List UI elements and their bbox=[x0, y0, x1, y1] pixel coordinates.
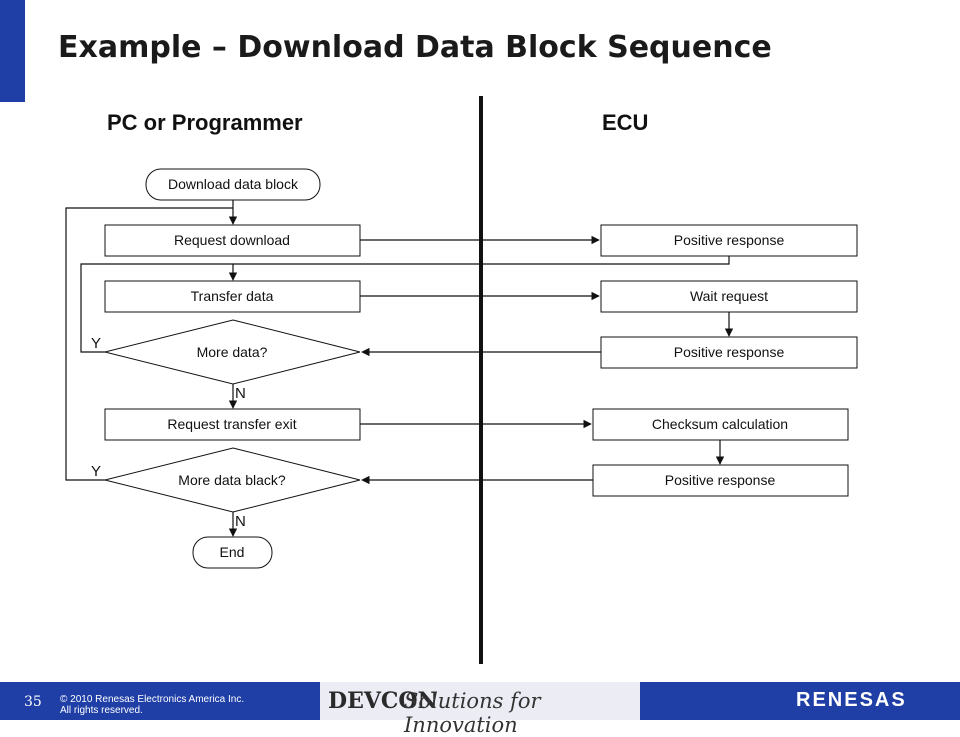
footer-middle: DEVCON Solutions for Innovation bbox=[320, 682, 640, 737]
ecu-wait-request-box bbox=[600, 280, 858, 313]
loop-more-block-yes bbox=[65, 207, 233, 481]
ecu-positive-response-2-box bbox=[600, 336, 858, 369]
sequence-diagram: Download data block Request download Tra… bbox=[65, 96, 858, 664]
copyright: © 2010 Renesas Electronics America Inc. … bbox=[60, 694, 244, 716]
transfer-data-box bbox=[104, 280, 361, 313]
request-transfer-exit-box bbox=[104, 408, 361, 441]
end-terminal bbox=[192, 536, 273, 569]
arrow-response-to-transfer bbox=[228, 256, 730, 281]
loop-more-data-yes bbox=[80, 263, 233, 353]
ecu-positive-response-3-box bbox=[592, 464, 849, 497]
ecu-positive-response-2-label: Positive response bbox=[674, 344, 785, 360]
request-transfer-exit-label: Request transfer exit bbox=[167, 416, 296, 432]
footer-bar: 35 © 2010 Renesas Electronics America In… bbox=[0, 682, 960, 737]
copyright-line-1: © 2010 Renesas Electronics America Inc. bbox=[60, 694, 245, 705]
more-data-label: More data? bbox=[197, 344, 268, 360]
ecu-positive-response-1-label: Positive response bbox=[674, 232, 785, 248]
renesas-logo: RENESAS bbox=[796, 689, 907, 711]
tagline: Solutions for Innovation bbox=[404, 689, 541, 737]
ecu-positive-response-1-box bbox=[600, 224, 858, 257]
page-number: 35 bbox=[24, 694, 42, 710]
ecu-checksum-label: Checksum calculation bbox=[652, 416, 788, 432]
copyright-line-2: All rights reserved. bbox=[60, 705, 143, 716]
title-accent-bar bbox=[0, 0, 25, 102]
ecu-positive-response-3-label: Positive response bbox=[665, 472, 776, 488]
transfer-data-label: Transfer data bbox=[191, 288, 274, 304]
no-label-2: N bbox=[235, 513, 246, 530]
yes-label-1: Y bbox=[91, 335, 101, 352]
request-download-box bbox=[104, 224, 361, 257]
footer-right: RENESAS bbox=[640, 682, 960, 720]
start-terminal-label: Download data block bbox=[168, 176, 299, 192]
column-heading-ecu: ECU bbox=[602, 110, 649, 135]
footer-left: 35 © 2010 Renesas Electronics America In… bbox=[0, 682, 320, 720]
more-data-block-label: More data black? bbox=[178, 472, 286, 488]
request-download-label: Request download bbox=[174, 232, 290, 248]
ecu-checksum-box bbox=[592, 408, 849, 441]
end-terminal-label: End bbox=[220, 544, 245, 560]
devcon-logo: DEVCON bbox=[328, 688, 438, 714]
no-label-1: N bbox=[235, 385, 246, 402]
column-heading-pc: PC or Programmer bbox=[107, 110, 303, 135]
yes-label-2: Y bbox=[91, 463, 101, 480]
slide-title: Example – Download Data Block Sequence bbox=[58, 30, 772, 65]
ecu-wait-request-label: Wait request bbox=[690, 288, 768, 304]
